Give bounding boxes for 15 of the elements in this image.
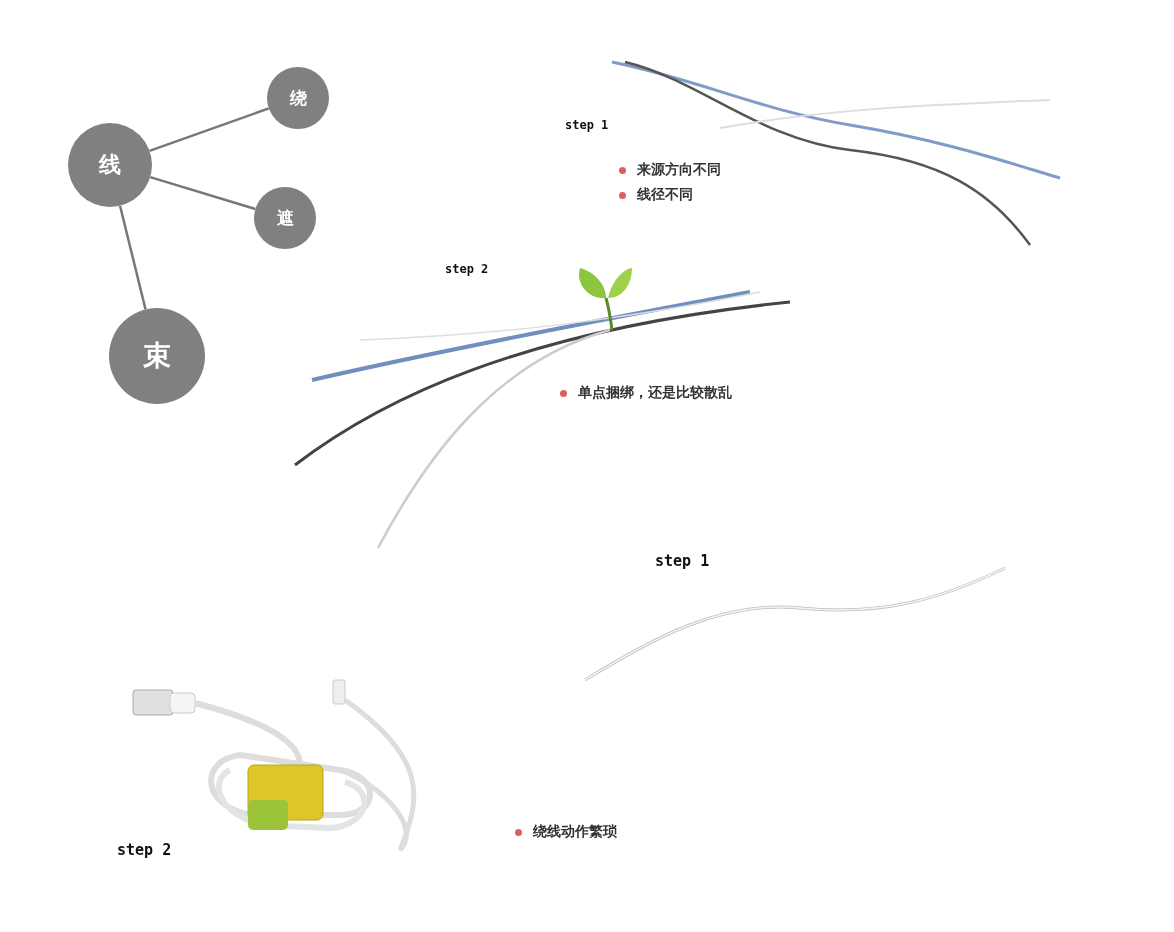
topic-circle: 遮 [254, 187, 316, 249]
bullet-text: 来源方向不同 [637, 161, 721, 179]
step-label: step 2 [445, 262, 489, 276]
bullet-text: 线径不同 [637, 186, 693, 204]
topic-circle: 线 [68, 123, 152, 207]
step-label: step 1 [565, 118, 609, 132]
connector-line [149, 107, 270, 153]
bullet-text: 绕线动作繁琐 [533, 823, 617, 841]
connector-line [149, 175, 256, 211]
bullet-text: 单点捆绑，还是比较散乱 [578, 384, 732, 402]
connector-line [118, 205, 147, 310]
step-label: step 1 [655, 552, 710, 570]
topic-circle: 绕 [267, 67, 329, 129]
step-label: step 2 [117, 841, 172, 859]
topic-circle: 束 [109, 308, 205, 404]
